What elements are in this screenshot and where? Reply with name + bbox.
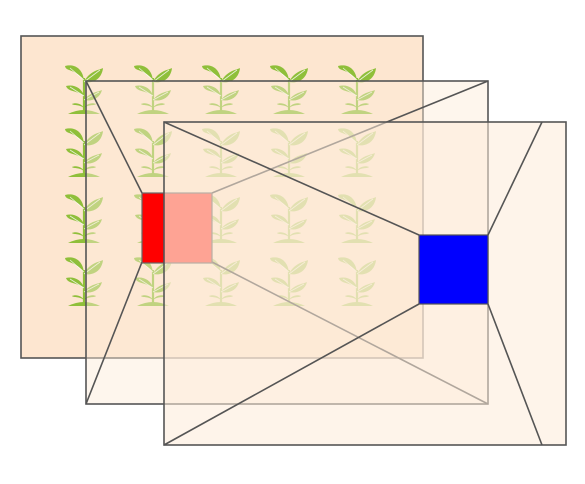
front-frustum-edge	[487, 303, 543, 446]
front-frustum-edge	[163, 303, 420, 446]
front-frustum-layer	[163, 121, 567, 446]
middle-frustum-edge	[85, 80, 143, 194]
middle-frustum-edge	[85, 261, 143, 405]
front-frustum-edge	[163, 121, 420, 236]
blue-square	[418, 234, 489, 305]
front-frustum-edge	[487, 121, 543, 236]
front-layer-frame	[163, 121, 567, 446]
